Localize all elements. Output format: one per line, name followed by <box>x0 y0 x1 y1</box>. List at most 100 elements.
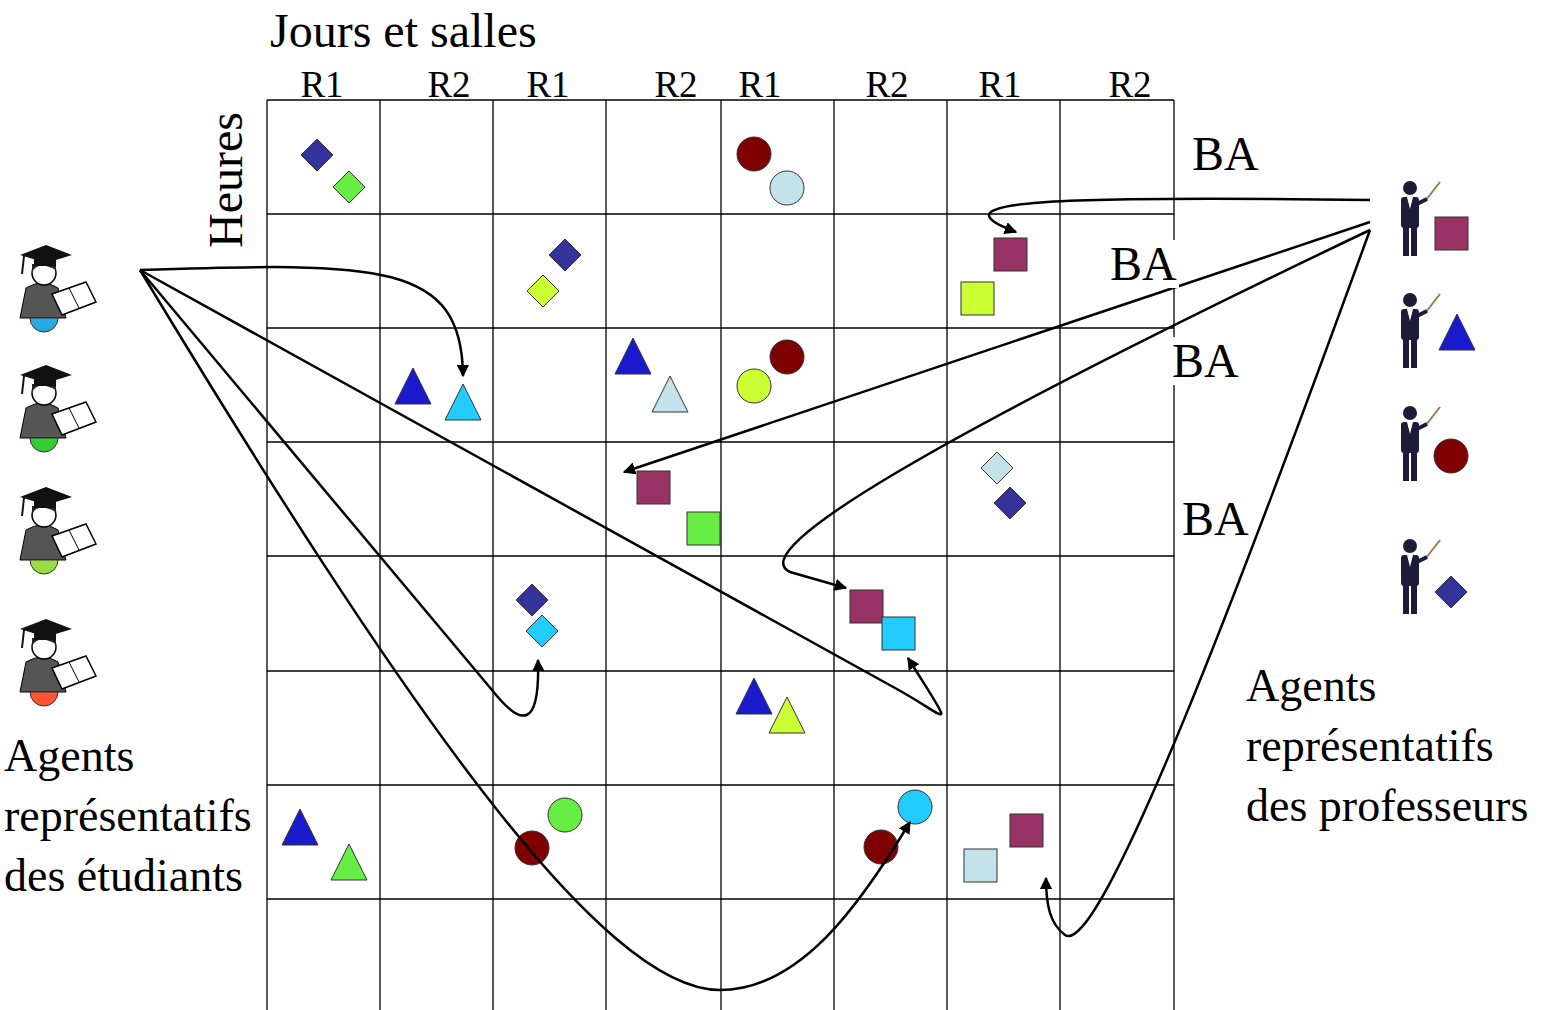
agent-group-label: Agents représentatifs des professeurs <box>1246 656 1552 836</box>
circle-token <box>770 171 804 205</box>
ba-label: BA <box>1170 337 1241 385</box>
diamond-token <box>549 239 581 271</box>
grid-line <box>1059 100 1060 1010</box>
professor-leg <box>1411 226 1417 256</box>
square-token <box>994 238 1027 271</box>
circle-token <box>1434 439 1468 473</box>
grid-line <box>605 100 606 1010</box>
grid-line <box>720 100 721 1010</box>
room-header: R1 <box>738 66 781 103</box>
student-icon <box>20 245 96 332</box>
agent-colour <box>30 560 58 574</box>
professor-head <box>1403 181 1417 195</box>
professor-leg <box>1403 226 1409 256</box>
diamond-token <box>527 275 559 307</box>
student-icon <box>20 619 96 706</box>
pointer <box>1426 407 1440 425</box>
negotiation-arrow <box>140 270 910 990</box>
circle-token <box>737 137 771 171</box>
mortarboard <box>20 365 72 383</box>
professor-leg <box>1403 338 1409 368</box>
diagram-title: Jours et salles <box>270 7 537 55</box>
professor-arm <box>1417 424 1427 429</box>
student-icon <box>20 365 96 452</box>
grid-line <box>267 555 1174 556</box>
diamond-token <box>994 487 1026 519</box>
triangle-token <box>331 844 367 880</box>
triangle-token <box>652 376 688 412</box>
grid-line <box>267 784 1174 785</box>
pointer <box>1426 182 1440 200</box>
student-icon <box>20 487 96 574</box>
square-token <box>850 590 883 623</box>
tassel <box>22 376 24 394</box>
ba-label: BA <box>1108 240 1179 288</box>
professor-arm <box>1417 557 1427 562</box>
grid-line <box>267 441 1174 442</box>
professor-arm <box>1417 311 1427 316</box>
room-header: R1 <box>526 66 569 103</box>
square-token <box>1010 814 1043 847</box>
course-tokens <box>282 137 1043 882</box>
axis-label: Heures <box>202 112 250 248</box>
triangle-token <box>769 697 805 733</box>
agent-colour <box>30 438 58 452</box>
professor-leg <box>1403 451 1409 481</box>
agent-colour <box>30 318 58 332</box>
professor-leg <box>1403 584 1409 614</box>
square-token <box>637 471 670 504</box>
diamond-token <box>333 171 365 203</box>
negotiation-arrows <box>140 199 1370 990</box>
room-header: R2 <box>654 66 697 103</box>
triangle-token <box>736 678 772 714</box>
ba-label: BA <box>1180 495 1251 543</box>
tassel <box>22 498 24 516</box>
timetable-grid <box>267 100 1174 1010</box>
professor-shirt <box>1407 422 1413 434</box>
grid-line <box>492 100 493 1010</box>
professor-shirt <box>1407 555 1413 567</box>
grid-line <box>1173 100 1174 1010</box>
book-spine <box>69 530 79 550</box>
professor-shirt <box>1407 309 1413 321</box>
grid-line <box>833 100 834 1010</box>
professor-icon <box>1401 406 1440 481</box>
circle-token <box>548 798 582 832</box>
ba-label: BA <box>1190 130 1261 178</box>
grid-line <box>266 100 267 1010</box>
triangle-token <box>282 809 318 845</box>
grid-line <box>946 100 947 1010</box>
triangle-token <box>395 368 431 404</box>
pointer <box>1426 540 1440 558</box>
room-header: R1 <box>978 66 1021 103</box>
book-spine <box>69 288 79 308</box>
professor-leg <box>1411 338 1417 368</box>
diamond-token <box>301 139 333 171</box>
square-token <box>882 617 915 650</box>
professor-shirt <box>1407 197 1413 209</box>
square-token <box>1435 217 1468 250</box>
square-token <box>687 512 720 545</box>
grid-line <box>267 213 1174 214</box>
circle-token <box>898 790 932 824</box>
professor-agents <box>1401 181 1475 614</box>
grid-line <box>267 327 1174 328</box>
square-token <box>961 282 994 315</box>
negotiation-arrow <box>140 270 941 714</box>
circle-token <box>864 830 898 864</box>
agent-colour <box>30 692 58 706</box>
professor-body <box>1401 309 1419 340</box>
grid-line <box>267 898 1174 899</box>
grid-line <box>267 99 1174 100</box>
grid-line <box>267 670 1174 671</box>
book <box>52 656 96 689</box>
triangle-token <box>1439 314 1475 350</box>
room-header: R2 <box>865 66 908 103</box>
professor-head <box>1403 539 1417 553</box>
mortarboard <box>20 619 72 637</box>
circle-token <box>737 369 771 403</box>
triangle-token <box>615 338 651 374</box>
book <box>52 402 96 435</box>
square-token <box>964 849 997 882</box>
